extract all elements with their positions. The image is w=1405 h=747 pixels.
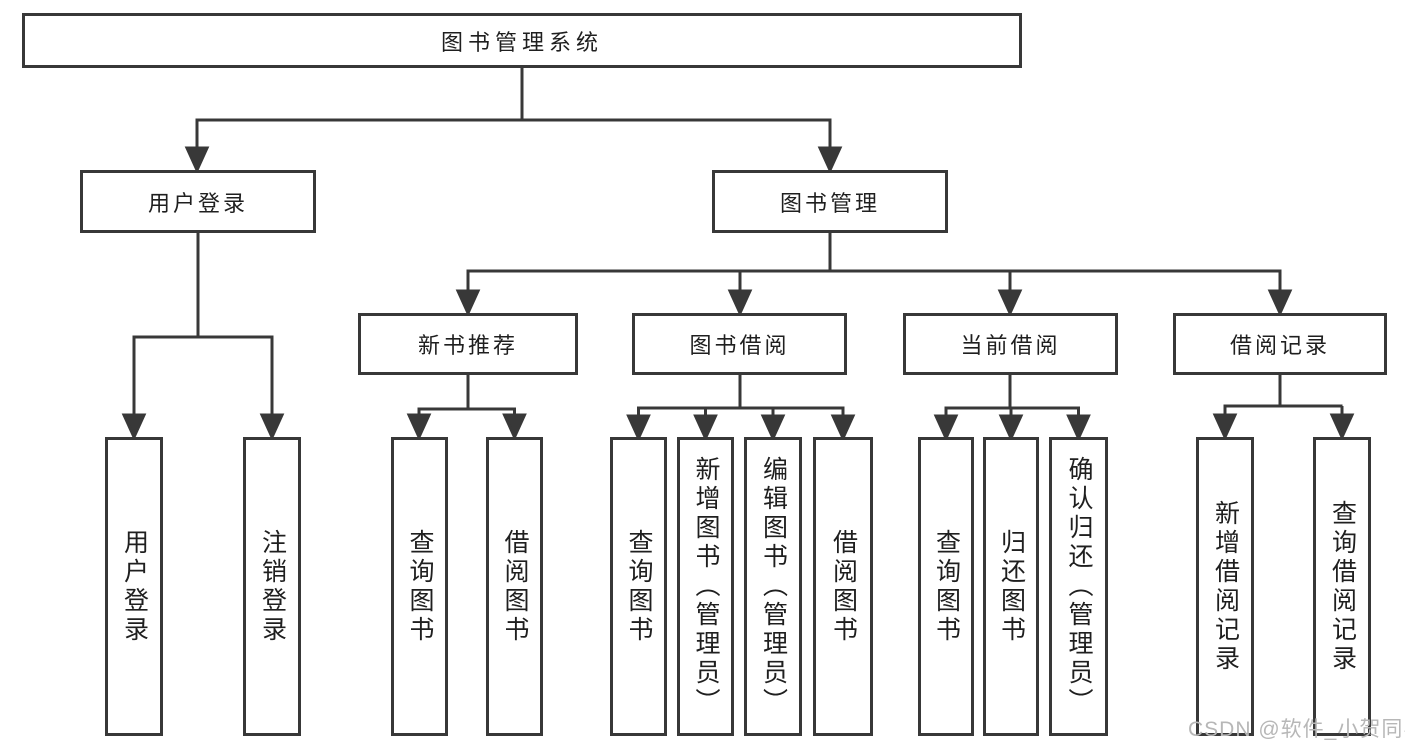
- node-borrow-records: 借阅记录: [1173, 313, 1387, 375]
- arrowhead-icon: [817, 146, 843, 174]
- node-user-login: 用户登录: [80, 170, 316, 233]
- arrowhead-icon: [184, 146, 210, 174]
- arrowhead-icon: [1329, 413, 1355, 441]
- leaf-query-books-current-label: 查询图书: [932, 528, 961, 645]
- leaf-add-borrow-record: 新增借阅记录: [1196, 437, 1254, 736]
- leaf-query-borrow-record-label: 查询借阅记录: [1328, 499, 1357, 674]
- node-book-management-label: 图书管理: [779, 190, 880, 216]
- leaf-query-books-recommend: 查询图书: [391, 437, 448, 736]
- leaf-confirm-return-admin: 确认归还（管理员）: [1049, 437, 1108, 736]
- leaf-query-books-borrowing-label: 查询图书: [625, 528, 653, 645]
- leaf-return-books-label: 归还图书: [997, 528, 1026, 645]
- node-book-borrowing: 图书借阅: [632, 313, 847, 375]
- leaf-borrow-books-label: 借阅图书: [829, 528, 858, 645]
- leaf-logout-label: 注销登录: [258, 528, 287, 645]
- arrowhead-icon: [455, 289, 481, 317]
- leaf-user-login-label: 用户登录: [120, 528, 149, 645]
- node-book-borrowing-label: 图书借阅: [689, 333, 790, 358]
- connector-new-book-children: [406, 375, 527, 441]
- node-book-management: 图书管理: [712, 170, 948, 233]
- arrowhead-icon: [760, 414, 786, 442]
- arrowhead-icon: [1066, 414, 1091, 442]
- leaf-logout: 注销登录: [243, 437, 301, 736]
- connector-root-to-level2: [184, 67, 843, 174]
- node-user-login-label: 用户登录: [147, 190, 248, 216]
- leaf-add-book-admin-label: 新增图书（管理员）: [692, 456, 720, 717]
- leaf-add-book-admin: 新增图书（管理员）: [677, 437, 734, 736]
- arrowhead-icon: [997, 289, 1023, 317]
- node-current-borrowing-label: 当前借阅: [960, 333, 1061, 358]
- connector-user-login-children: [121, 232, 285, 441]
- arrowhead-icon: [502, 413, 527, 441]
- leaf-borrow-books: 借阅图书: [813, 437, 873, 736]
- connector-book-management-children: [455, 232, 1293, 317]
- arrowhead-icon: [626, 414, 651, 442]
- arrowhead-icon: [693, 414, 718, 442]
- node-root: 图书管理系统: [22, 13, 1022, 68]
- arrowhead-icon: [406, 413, 432, 441]
- leaf-add-borrow-record-label: 新增借阅记录: [1211, 499, 1240, 674]
- arrowhead-icon: [830, 414, 856, 442]
- connector-current-borrowing-children: [933, 375, 1091, 442]
- arrowhead-icon: [1212, 413, 1238, 441]
- arrowhead-icon: [121, 413, 147, 441]
- node-current-borrowing: 当前借阅: [903, 313, 1118, 375]
- leaf-edit-book-admin: 编辑图书（管理员）: [744, 437, 802, 736]
- leaf-return-books: 归还图书: [983, 437, 1039, 736]
- arrowhead-icon: [727, 289, 753, 317]
- connector-book-borrowing-children: [626, 375, 856, 442]
- node-new-book-recommend: 新书推荐: [358, 313, 578, 375]
- watermark: CSDN @软件_小贺同学: [1188, 718, 1405, 741]
- leaf-borrow-books-recommend-label: 借阅图书: [501, 528, 529, 645]
- connector-borrow-records-children: [1212, 375, 1355, 441]
- leaf-borrow-books-recommend: 借阅图书: [486, 437, 543, 736]
- arrowhead-icon: [998, 414, 1024, 442]
- leaf-query-books-borrowing: 查询图书: [610, 437, 667, 736]
- leaf-user-login: 用户登录: [105, 437, 163, 736]
- arrowhead-icon: [933, 414, 959, 442]
- leaf-confirm-return-admin-label: 确认归还（管理员）: [1065, 456, 1093, 717]
- leaf-query-books-recommend-label: 查询图书: [406, 528, 434, 645]
- arrowhead-icon: [1267, 289, 1293, 317]
- arrowhead-icon: [259, 413, 285, 441]
- node-borrow-records-label: 借阅记录: [1229, 333, 1330, 358]
- leaf-query-borrow-record: 查询借阅记录: [1313, 437, 1371, 736]
- node-new-book-recommend-label: 新书推荐: [417, 333, 518, 358]
- leaf-query-books-current: 查询图书: [918, 437, 974, 736]
- node-root-label: 图书管理系统: [440, 29, 603, 55]
- leaf-edit-book-admin-label: 编辑图书（管理员）: [759, 456, 788, 717]
